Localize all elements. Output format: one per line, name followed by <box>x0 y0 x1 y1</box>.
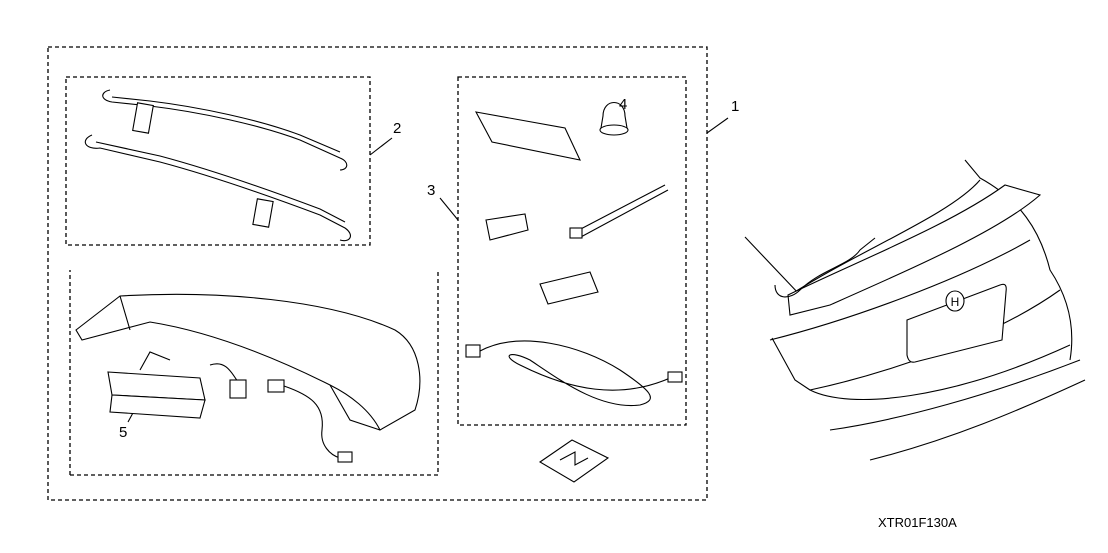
brand-logo: H <box>951 295 960 309</box>
callout-2: 2 <box>393 120 402 137</box>
template-sheet <box>474 111 581 161</box>
instruction-card <box>538 439 610 483</box>
callout-4: 4 <box>619 96 628 113</box>
cable-tie-head <box>569 227 583 239</box>
brake-light <box>107 351 247 419</box>
rod-brackets <box>84 89 351 242</box>
vehicle-rear <box>744 159 1086 461</box>
callout-5: 5 <box>119 424 128 441</box>
leader-3 <box>439 197 459 221</box>
group-box-2 <box>65 76 371 246</box>
cleaning-pad <box>539 271 599 305</box>
leader-2 <box>369 137 393 156</box>
double-sided-tape <box>485 213 529 241</box>
figure-code: XTR01F130A <box>878 515 957 530</box>
group-box-3 <box>457 76 687 426</box>
callout-3: 3 <box>427 182 436 199</box>
extension-harness <box>465 340 683 407</box>
callout-1: 1 <box>731 98 740 115</box>
wire-harness-5 <box>267 379 353 463</box>
spoiler <box>75 293 421 431</box>
group-box-5 <box>69 270 439 476</box>
kit-boundary <box>47 46 708 501</box>
clip-nut <box>599 101 629 136</box>
cable-tie <box>574 184 669 239</box>
leader-1 <box>706 117 729 134</box>
